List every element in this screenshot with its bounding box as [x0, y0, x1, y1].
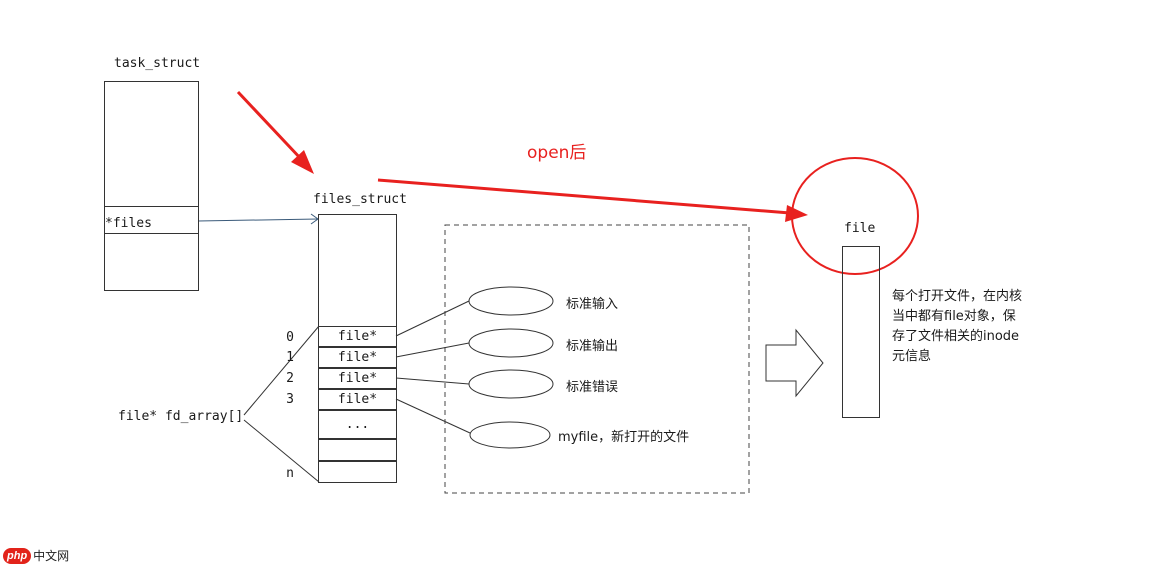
fd-slot-n [318, 461, 397, 483]
stderr-label: 标准错误 [566, 380, 619, 395]
stdout-label: 标准输出 [566, 339, 619, 354]
file-description-line-2: 当中都有file对象，保 [892, 309, 1016, 324]
stdout-ellipse [468, 328, 554, 358]
task-struct-files-field: *files [105, 216, 152, 231]
red-arrow-2-shaft [377, 178, 791, 215]
hollow-right-arrow-icon [765, 328, 824, 398]
php-logo: php [3, 547, 32, 564]
task-struct-divider-bottom [105, 233, 198, 234]
task-struct-box: *files [104, 81, 199, 291]
fd-slot-ellipsis: ... [318, 410, 397, 439]
red-arrow-1-head [291, 150, 314, 174]
task-struct-title: task_struct [114, 56, 201, 71]
file-description-line-3: 存了文件相关的inode [892, 329, 1020, 344]
fd-index-0: 0 [286, 330, 294, 345]
open-annotation: open后 [527, 143, 587, 163]
files-struct-title: files_struct [313, 192, 407, 207]
files-pointer-line [197, 218, 319, 222]
fd-slot-2: file* [318, 368, 397, 389]
stream-group-dashed-box [444, 224, 750, 494]
fd-slot-1: file* [318, 347, 397, 368]
stderr-ellipse [468, 369, 554, 399]
files-struct-box [318, 214, 397, 326]
fd-index-2: 2 [286, 371, 294, 386]
slot1-link [395, 342, 470, 358]
fd-array-bracket-top [243, 325, 320, 416]
fd-array-label: file* fd_array[] [118, 409, 244, 424]
file-title: file [844, 221, 876, 236]
myfile-label: myfile，新打开的文件 [558, 430, 690, 445]
fd-index-n: n [286, 466, 294, 481]
php-cn-watermark: php 中文网 [3, 547, 69, 564]
stdin-label: 标准输入 [566, 297, 619, 312]
stdin-ellipse [468, 286, 554, 316]
fd-slot-0: file* [318, 326, 397, 347]
watermark-text: 中文网 [33, 549, 70, 563]
fd-slot-3: file* [318, 389, 397, 410]
fd-array-bracket-bottom [243, 419, 320, 483]
file-description: 每个打开文件，在内核 当中都有file对象，保 存了文件相关的inode 元信息 [892, 287, 1022, 367]
fd-index-1: 1 [286, 350, 294, 365]
red-arrow-2-head [785, 205, 808, 222]
file-highlight-circle [791, 157, 919, 275]
task-struct-divider-top [105, 206, 198, 207]
fd-slot-empty [318, 439, 397, 461]
file-description-line-4: 元信息 [892, 349, 932, 364]
myfile-ellipse [469, 421, 551, 449]
file-box [842, 246, 880, 418]
slot3-link [395, 398, 471, 434]
fd-index-3: 3 [286, 392, 294, 407]
slot0-link [395, 300, 470, 337]
red-arrow-1-shaft [236, 90, 304, 162]
file-description-line-1: 每个打开文件，在内核 [892, 289, 1023, 304]
slot2-link [395, 377, 470, 385]
